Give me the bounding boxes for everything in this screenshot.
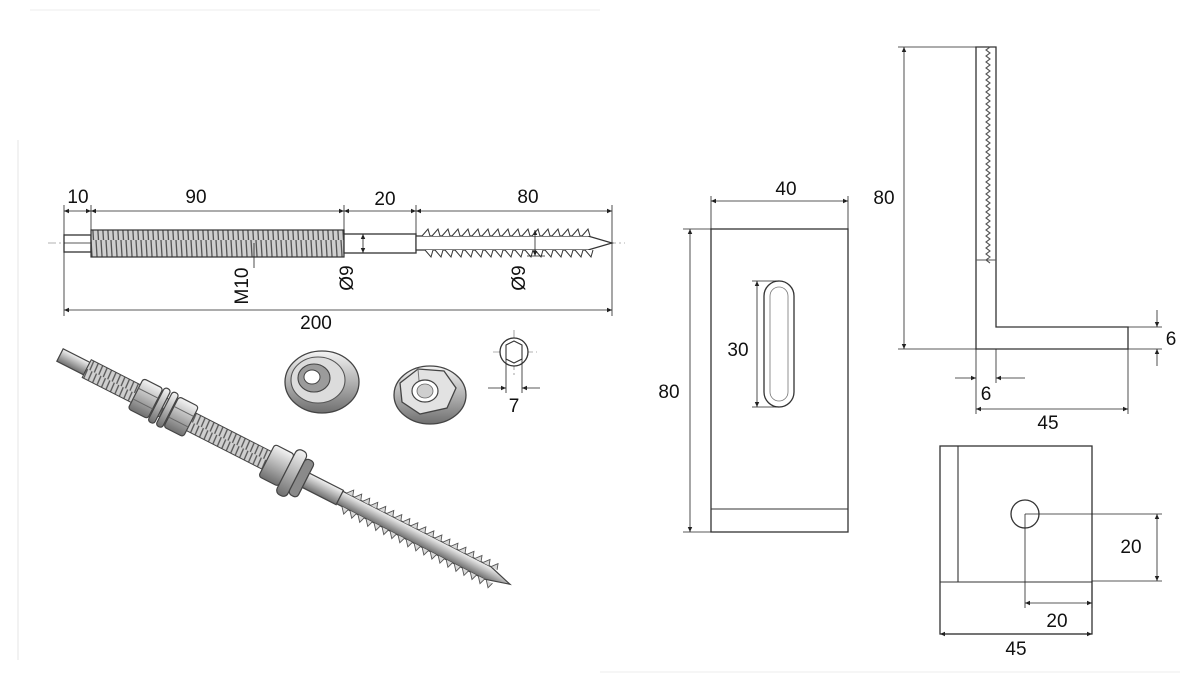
dim-slot-length: 30 bbox=[727, 340, 748, 361]
picture-thread-tooth bbox=[469, 554, 483, 581]
wood-thread-tooth bbox=[461, 227, 474, 259]
clamp-plate-slot bbox=[763, 280, 795, 408]
page-frame bbox=[17, 9, 1180, 673]
wood-thread-teeth bbox=[421, 227, 594, 259]
hex-flange-nut-illustration bbox=[393, 365, 467, 425]
wood-thread-core bbox=[415, 235, 615, 251]
dim-flange-length: 45 bbox=[1037, 413, 1058, 434]
picture-thread-tooth bbox=[421, 530, 435, 556]
dim-flange-thickness: 6 bbox=[1166, 329, 1177, 350]
picture-thread-tooth bbox=[341, 489, 355, 516]
wood-thread-tooth bbox=[451, 227, 464, 259]
dim-hole-offset-y: 20 bbox=[1120, 537, 1141, 558]
hanger-bolt-assembly-illustration bbox=[56, 347, 512, 589]
wood-thread-tooth bbox=[541, 227, 554, 259]
wood-thread-tooth bbox=[571, 227, 584, 259]
wood-thread-tooth bbox=[481, 227, 494, 259]
angle-bracket-top-view: 20 20 45 bbox=[939, 445, 1162, 660]
dim-tip-length: 10 bbox=[67, 187, 88, 208]
wood-thread-tooth bbox=[501, 227, 514, 259]
picture-thread-tooth bbox=[357, 497, 371, 524]
picture-thread-tooth bbox=[349, 493, 363, 520]
picture-thread-tooth bbox=[397, 517, 411, 544]
picture-thread-tooth bbox=[381, 509, 395, 536]
wood-thread-tooth bbox=[421, 227, 434, 259]
dim-hole-offset-x: 20 bbox=[1046, 611, 1067, 632]
hanger-bolt-drawing: 10 90 20 80 200 M10 Ø9 Ø9 bbox=[48, 187, 625, 334]
hex-socket-end-view: 7 bbox=[488, 330, 540, 417]
machine-thread bbox=[90, 229, 345, 258]
picture-thread-tooth bbox=[445, 542, 459, 569]
wood-thread-tooth bbox=[431, 227, 444, 259]
dim-base-width: 45 bbox=[1005, 639, 1026, 660]
bolt-shank bbox=[343, 233, 417, 254]
wood-thread-tooth bbox=[521, 227, 534, 259]
dim-thread-size: M10 bbox=[232, 268, 253, 305]
picture-thread-tooth bbox=[413, 526, 427, 552]
dim-web-thickness: 6 bbox=[981, 384, 992, 405]
picture-thread-tooth bbox=[477, 558, 491, 585]
picture-thread-tooth bbox=[373, 505, 387, 532]
dim-plate-height: 80 bbox=[658, 382, 679, 403]
dim-shank-diameter: Ø9 bbox=[337, 265, 358, 290]
wood-thread-tooth bbox=[441, 227, 454, 259]
picture-thread-tooth bbox=[405, 522, 419, 548]
angle-bracket-side-view: 80 6 6 45 bbox=[873, 46, 1177, 434]
wood-thread-tooth bbox=[471, 227, 484, 259]
picture-thread-tooth bbox=[389, 513, 403, 540]
picture-thread-tooth bbox=[429, 534, 443, 560]
dim-wood-thread-diameter: Ø9 bbox=[509, 265, 530, 290]
wood-thread-tooth bbox=[511, 227, 524, 259]
dim-bracket-height: 80 bbox=[873, 188, 894, 209]
wood-thread-tooth bbox=[551, 227, 564, 259]
picture-thread-tooth bbox=[453, 546, 467, 573]
wood-thread-tooth bbox=[581, 227, 594, 259]
picture-thread-tooth bbox=[365, 501, 379, 528]
dim-machine-thread-length: 90 bbox=[185, 187, 206, 208]
picture-thread-tooth bbox=[485, 562, 499, 589]
dim-plate-width: 40 bbox=[775, 179, 796, 200]
wood-thread-tooth bbox=[491, 227, 504, 259]
bracket-serration bbox=[985, 46, 991, 264]
picture-thread-tooth bbox=[461, 550, 475, 577]
dim-shank-length: 20 bbox=[374, 189, 395, 210]
clamp-plate-drawing: 40 80 30 bbox=[658, 179, 849, 533]
bracket-profile bbox=[975, 46, 1129, 350]
picture-thread-tooth bbox=[437, 538, 451, 565]
dim-total-length: 200 bbox=[300, 313, 332, 334]
seal-washer-illustration bbox=[284, 350, 360, 414]
wood-thread-tooth bbox=[561, 227, 574, 259]
dim-wood-thread-length: 80 bbox=[517, 187, 538, 208]
bracket-top-outline bbox=[939, 445, 1093, 635]
dim-hex-key-size: 7 bbox=[509, 396, 520, 417]
bolt-tip bbox=[63, 234, 92, 253]
